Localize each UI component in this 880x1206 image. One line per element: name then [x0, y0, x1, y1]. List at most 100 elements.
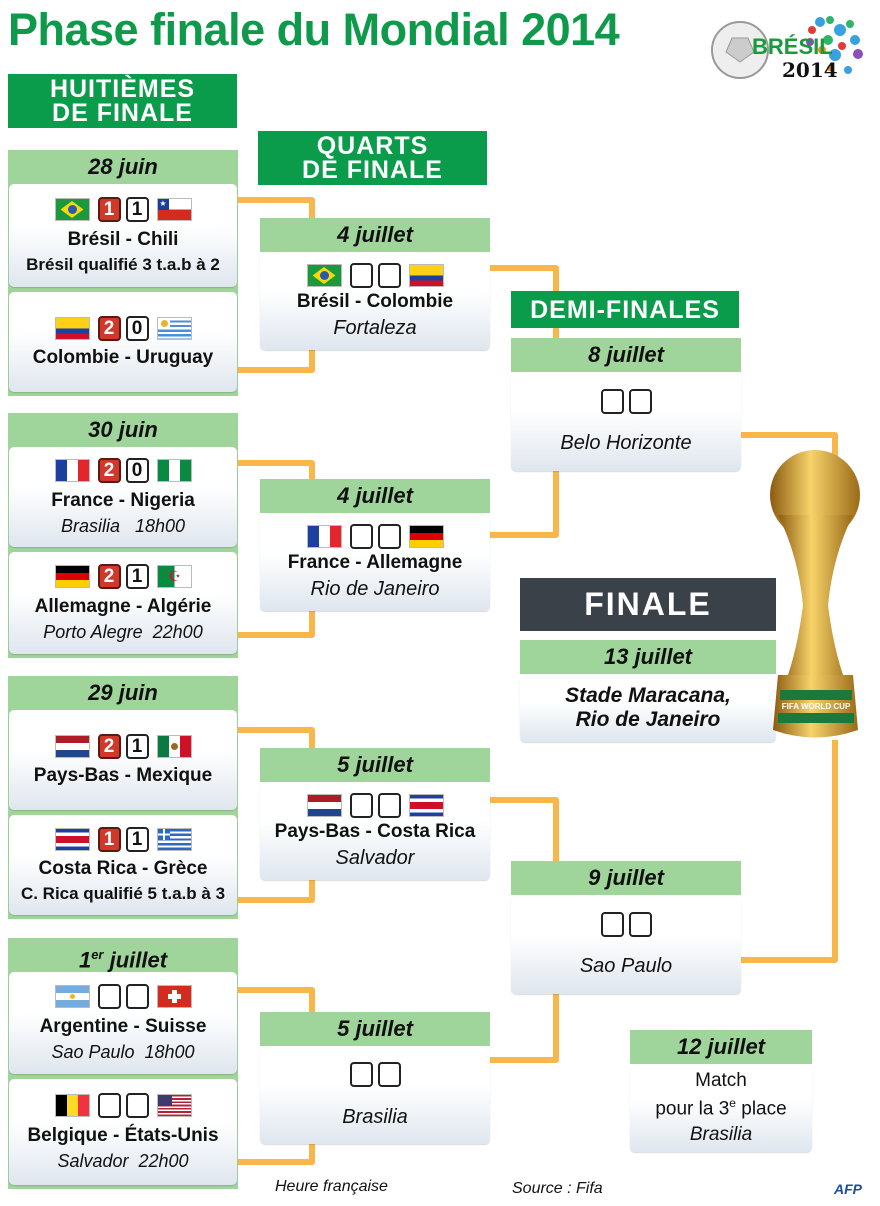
- score-box: [377, 1062, 401, 1087]
- score-box: [97, 1093, 121, 1118]
- brasil-2014-logo: BRÉSIL 2014: [710, 10, 870, 85]
- logo-year: 2014: [782, 58, 838, 82]
- date-text: 1: [78, 947, 92, 973]
- connector-line: [238, 611, 315, 638]
- score-box: [377, 793, 401, 818]
- third-place-text: place: [735, 1098, 787, 1120]
- match-venue: Fortaleza: [333, 316, 417, 339]
- match-card[interactable]: Sao Paulo: [511, 895, 741, 994]
- chi-flag-icon: [157, 199, 191, 220]
- match-note: Brésil qualifié 3 t.a.b à 2: [26, 254, 220, 274]
- match-card[interactable]: Belo Horizonte: [511, 372, 741, 471]
- date-text: juillet: [103, 947, 168, 973]
- final-match: 13 juillet Stade Maracana, Rio de Janeir…: [520, 640, 776, 742]
- match-date: 1er juillet: [8, 938, 238, 972]
- world-cup-trophy: FIFA WORLD CUP: [758, 445, 873, 745]
- connector-line: [238, 197, 315, 220]
- third-place-line1: Match: [695, 1069, 747, 1091]
- match-date: 30 juin: [8, 413, 238, 447]
- connector-line: [238, 460, 315, 481]
- score-box: [600, 388, 624, 414]
- score-row: [304, 524, 447, 550]
- score-box: 2: [97, 458, 121, 483]
- match-card[interactable]: Brasilia: [260, 1046, 490, 1144]
- score-box: 1: [125, 197, 149, 222]
- alg-flag-icon: [157, 566, 191, 587]
- stage-header-qf: QUARTS DE FINALE: [258, 131, 487, 185]
- match-date: 4 juillet: [260, 479, 490, 513]
- score-box: [349, 524, 373, 549]
- logo-text: BRÉSIL: [752, 34, 833, 59]
- date-text: 28 juin: [88, 154, 158, 179]
- score-box: 0: [125, 458, 149, 483]
- score-box: [349, 793, 373, 818]
- sui-flag-icon: [157, 986, 191, 1007]
- logo-graphic-icon: [711, 16, 863, 79]
- stage-header-final: FINALE: [520, 578, 776, 631]
- score-row: [52, 1093, 195, 1119]
- third-place-card: Match pour la 3e place Brasilia: [630, 1064, 812, 1152]
- score-box: [628, 911, 652, 937]
- match-venue: Belo Horizonte: [560, 432, 692, 454]
- match-date: 5 juillet: [260, 1012, 490, 1046]
- match-teams: Belgique - États-Unis: [27, 1124, 219, 1146]
- connector-line: [489, 797, 559, 863]
- match-note: Brasilia 18h00: [60, 515, 186, 536]
- date-sup: er: [91, 947, 104, 962]
- bel-flag-icon: [55, 1095, 89, 1116]
- match-note: C. Rica qualifié 5 t.a.b à 3: [20, 884, 226, 903]
- score-row: [600, 911, 652, 937]
- match-venue: Brasilia: [342, 1105, 408, 1128]
- match-venue: Brasilia: [689, 1124, 753, 1146]
- match-date: 12 juillet: [630, 1030, 812, 1064]
- connector-line: [238, 350, 315, 373]
- score-box: [97, 984, 121, 1009]
- match-teams: Allemagne - Algérie: [34, 595, 212, 617]
- match-teams: Pays-Bas - Costa Rica: [274, 820, 476, 842]
- nga-flag-icon: [157, 460, 191, 481]
- arg-flag-icon: [55, 986, 89, 1007]
- connector-line: [741, 740, 838, 963]
- score-box: [377, 524, 401, 549]
- match-date: 9 juillet: [511, 861, 741, 895]
- match-date: 4 juillet: [260, 218, 490, 252]
- match-teams: France - Allemagne: [287, 551, 463, 573]
- mex-flag-icon: [157, 735, 191, 757]
- stage-label: DE FINALE: [302, 156, 443, 184]
- score-box: 2: [97, 315, 121, 341]
- score-box: 1: [125, 733, 149, 759]
- score-box: 1: [97, 826, 121, 852]
- third-place-text: pour la 3: [655, 1098, 730, 1120]
- ned-flag-icon: [307, 795, 341, 816]
- crc-flag-icon: [409, 795, 443, 816]
- crc-flag-icon: [55, 828, 89, 850]
- match-date: 13 juillet: [520, 640, 776, 674]
- ger-flag-icon: [55, 566, 89, 587]
- stage-label: DE FINALE: [52, 99, 193, 127]
- score-box: 2: [97, 733, 121, 759]
- match-teams: Brésil - Chili: [67, 228, 179, 250]
- final-venue-line1: Stade Maracana,: [565, 684, 731, 707]
- stage-label: HUITIÈMES: [49, 75, 196, 103]
